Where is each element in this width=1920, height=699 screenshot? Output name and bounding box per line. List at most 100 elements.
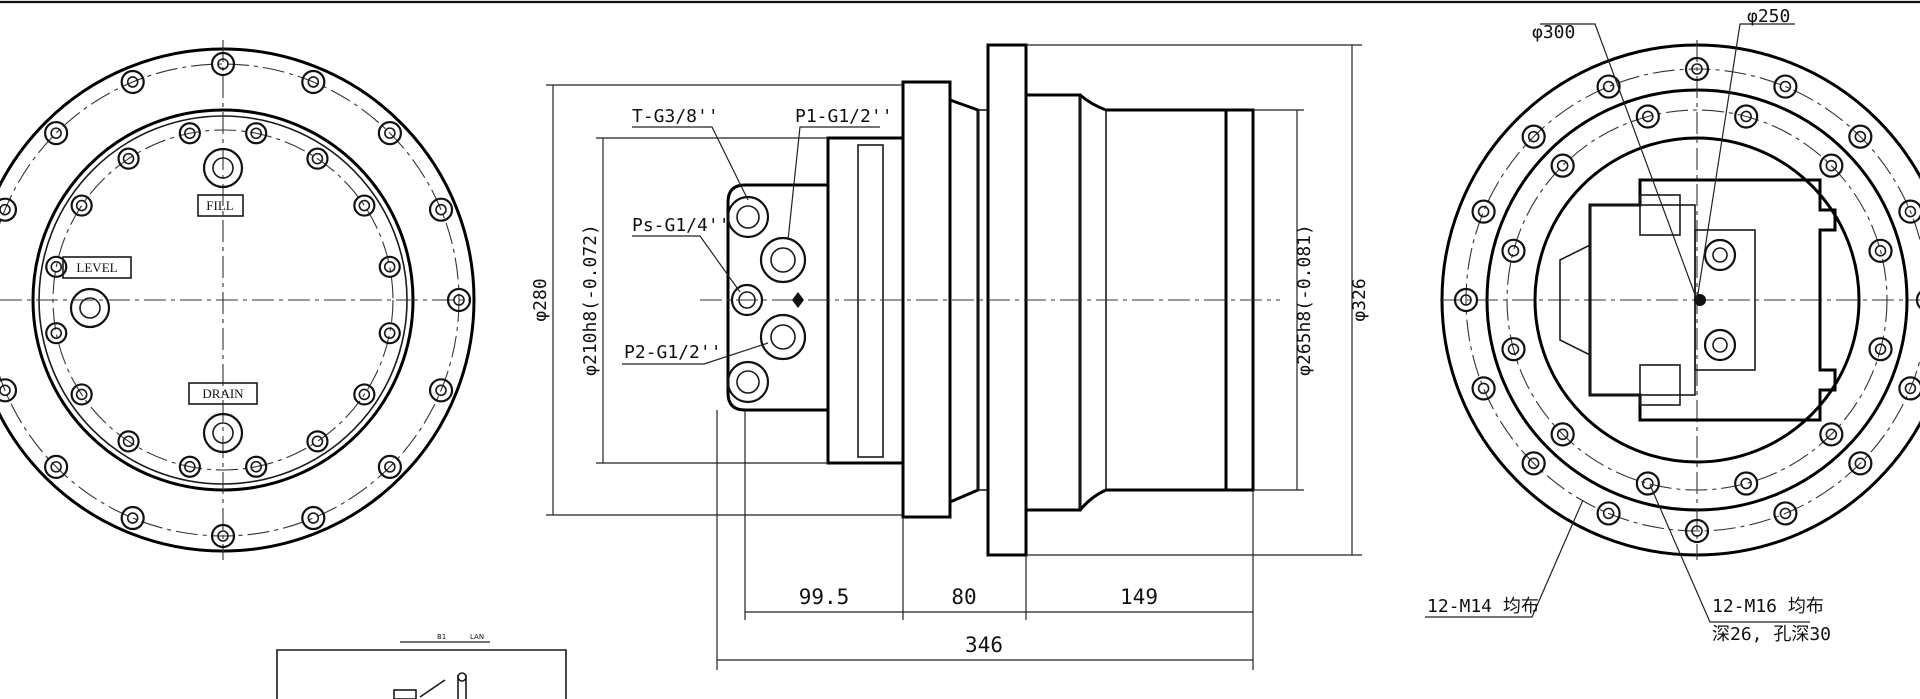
right-inner-bolt-hole-4: [1642, 477, 1654, 490]
dim-280-label: φ280: [530, 278, 551, 321]
left-outer-bolt-3: [377, 454, 402, 479]
left-inner-bolt-8: [45, 322, 68, 345]
left-outer-bolt-14: [301, 69, 326, 95]
motor-block-notch-top: [1639, 194, 1681, 236]
right-outer-bolt-hole-6: [1602, 507, 1615, 520]
port-p2-label: P2-G1/2'': [624, 342, 722, 363]
left-outer-bolt-hole-6: [126, 512, 139, 524]
left-outer-bolt-8: [0, 378, 18, 403]
right-outer-bolt-2: [1898, 376, 1920, 401]
right-outer-bolt-hole-2: [1904, 382, 1917, 395]
left-outer-bolt-6: [120, 505, 145, 531]
dia-250-label: φ250: [1747, 6, 1790, 27]
right-inner-bolt-11: [1819, 153, 1844, 178]
right-inner-bolt-hole-11: [1825, 159, 1838, 172]
right-outer-bolt-8: [1471, 376, 1496, 401]
right-inner-bolt-hole-1: [1874, 343, 1887, 355]
port-p2: [759, 313, 807, 361]
left-inner-bolt-12: [178, 122, 201, 145]
left-inner-bolt-6: [117, 430, 140, 453]
right-outer-bolt-hole-9: [1460, 294, 1472, 306]
left-inner-bolt-hole-6: [122, 435, 135, 448]
right-inner-bolt-hole-12: [1874, 245, 1887, 257]
fill-tag-box: [197, 194, 244, 217]
leader-250: [1696, 23, 1795, 301]
dim-326-label: φ326: [1349, 278, 1370, 321]
left-inner-bolt-11: [117, 147, 140, 170]
left-outer-bolt-13: [210, 51, 236, 77]
left-outer-bolt-5: [210, 523, 236, 549]
right-outer-bolt-11: [1521, 124, 1546, 149]
right-outer-bolt-hole-4: [1779, 507, 1792, 520]
right-inner-bolt-hole-2: [1825, 428, 1838, 441]
right-outer-bolt-15: [1848, 124, 1873, 149]
motor-housing-groove: [857, 144, 884, 458]
neck-taper: [949, 98, 980, 504]
right-outer-bolt-16: [1898, 199, 1920, 224]
right-outer-bolt-hole-7: [1527, 457, 1540, 470]
left-inner-bolt-hole-12: [184, 127, 196, 140]
right-outer-bolt-7: [1521, 451, 1546, 476]
left-outer-bolt-10: [0, 197, 18, 222]
right-inner-bolt-5: [1550, 422, 1575, 447]
right-inner-bolt-6: [1501, 337, 1526, 362]
right-outer-bolt-10: [1471, 199, 1496, 224]
port-ps-core: [738, 291, 756, 309]
left-inner-bolt-hole-15: [358, 199, 371, 212]
right-inner-bolt-7: [1501, 238, 1526, 263]
left-inner-bolt-hole-13: [250, 127, 262, 140]
left-outer-bolt-hole-16: [435, 203, 447, 216]
port-p1-label: P1-G1/2'': [795, 106, 893, 127]
right-outer-bolt-1: [1915, 290, 1920, 310]
port-p1-core: [770, 247, 796, 273]
bolt-m14-label: 12-M14 均布: [1427, 596, 1539, 617]
center-mark: [792, 292, 804, 308]
side-view: T-G3/8'' P1-G1/2'' Ps-G1/4'' P2-G1/2'' φ…: [530, 43, 1370, 670]
leader-p2: [622, 342, 769, 365]
right-inner-bolt-12: [1868, 238, 1893, 263]
motor-flange: [901, 80, 952, 519]
left-inner-bolt-hole-16: [383, 261, 396, 273]
left-inner-bolt-14: [306, 147, 329, 170]
right-end-view: φ300 φ250 12-M14 均布 12-M16 均布 深26, 孔深30: [1425, 6, 1920, 645]
left-inner-bolt-5: [178, 455, 201, 478]
right-outer-bolt-hole-3: [1854, 457, 1867, 470]
motor-port-top-core: [1712, 247, 1728, 263]
left-outer-bolt-15: [377, 121, 402, 146]
left-outer-bolt-hole-14: [307, 76, 320, 88]
left-inner-bolt-hole-9: [50, 261, 63, 273]
motor-port-bottom: [1703, 328, 1737, 362]
left-inner-bolt-7: [70, 383, 93, 406]
left-inner-bolt-hole-2: [358, 388, 371, 401]
left-inner-bolt-hole-4: [250, 460, 262, 473]
left-outer-bolt-1: [446, 287, 472, 313]
right-outer-bolt-hole-15: [1854, 130, 1867, 143]
motor-port-bottom-core: [1712, 337, 1728, 353]
left-outer-bolt-7: [44, 454, 69, 479]
left-outer-bolt-hole-1: [453, 294, 465, 306]
right-outer-bolt-9: [1453, 287, 1479, 313]
left-outer-bolt-16: [428, 197, 454, 222]
right-inner-bolt-hole-5: [1556, 428, 1569, 441]
level-plug-core: [79, 297, 101, 319]
right-inner-bolts: [1501, 104, 1893, 496]
right-outer-bolt-12: [1596, 74, 1621, 99]
left-outer-bolt-2: [428, 378, 454, 403]
left-inner-bolt-3: [306, 430, 329, 453]
dim-995-label: 99.5: [799, 585, 850, 609]
inset-leader: [419, 679, 446, 698]
left-outer-bolt-12: [120, 69, 145, 95]
fill-plug-core: [212, 157, 234, 179]
dim-80-label: 80: [951, 585, 976, 609]
right-inner-bolt-4: [1635, 471, 1660, 496]
right-inner-bolt-hole-3: [1740, 477, 1752, 490]
port-plug: [726, 360, 770, 404]
right-inner-bolt-hole-6: [1507, 343, 1520, 355]
left-inner-bolt-15: [353, 194, 376, 217]
right-inner-bolt-3: [1734, 471, 1759, 496]
right-inner-bolt-10: [1734, 104, 1759, 129]
left-inner-bolt-hole-5: [184, 460, 196, 473]
left-inner-bolt-1: [378, 322, 401, 345]
bottom-inset: B1 LAN: [276, 633, 567, 699]
